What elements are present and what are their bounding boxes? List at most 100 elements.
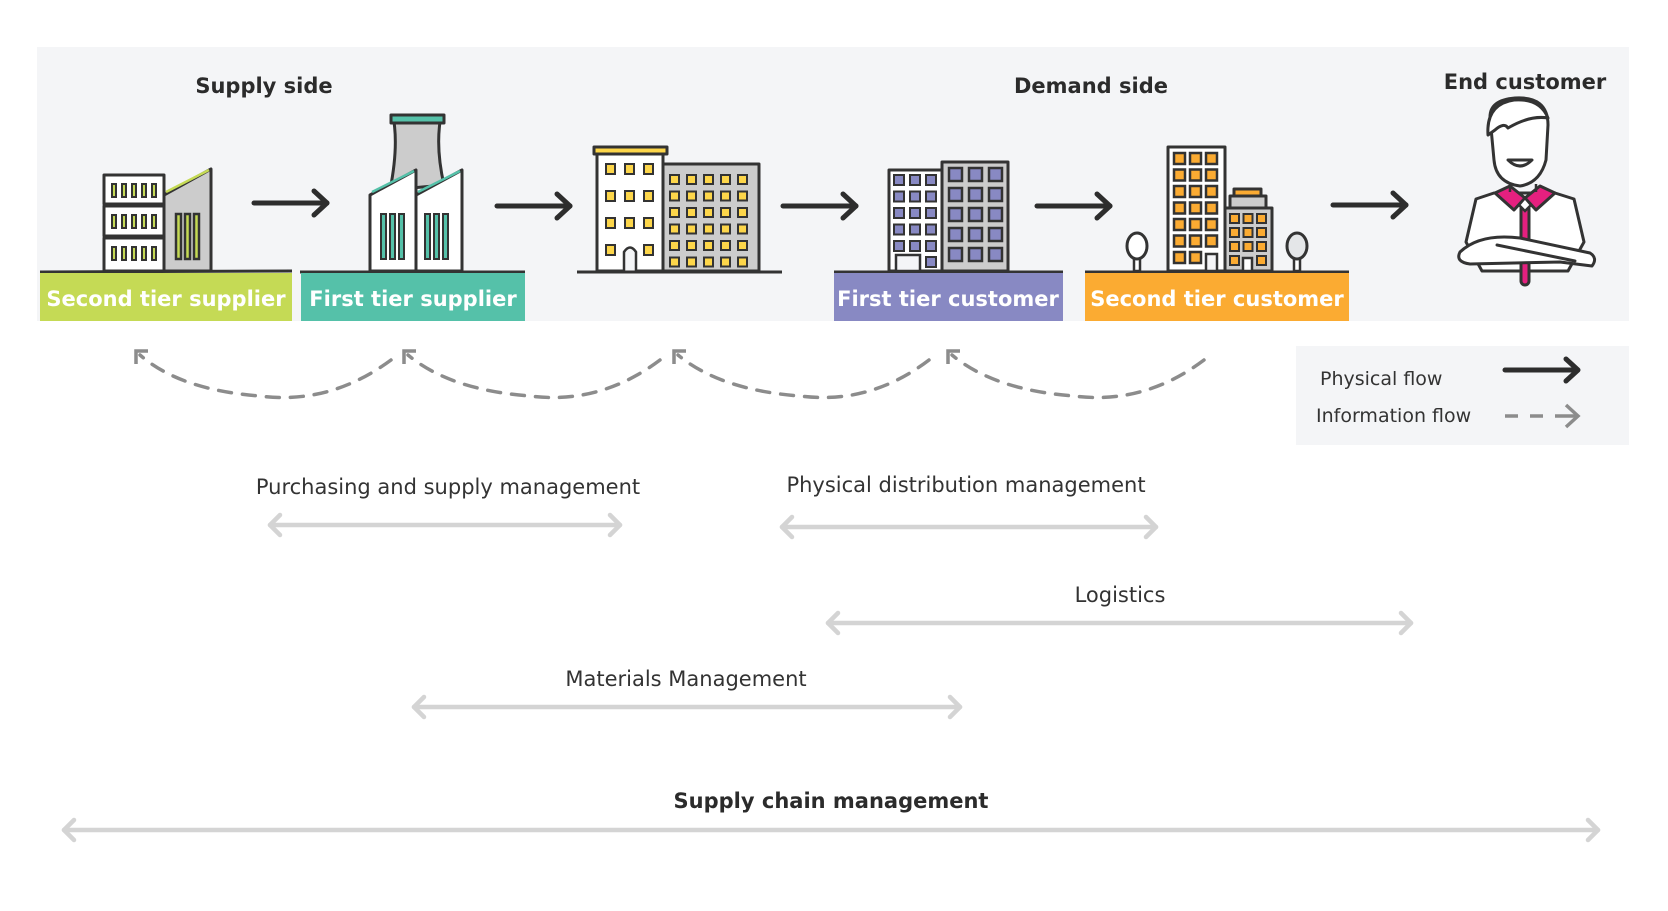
window [1204, 168, 1219, 182]
window [947, 246, 964, 263]
window [893, 207, 905, 219]
range-supply-chain-management: Supply chain management [61, 789, 1601, 843]
window [686, 207, 697, 218]
window [1172, 250, 1187, 265]
range-materials-management: Materials Management [411, 667, 963, 720]
window [909, 240, 921, 252]
physical-flow-arrow [251, 188, 330, 218]
window [737, 256, 748, 268]
range-purchasing-and-supply: Purchasing and supply management [256, 475, 640, 538]
legend-physical-flow-label: Physical flow [1320, 368, 1442, 390]
first-tier-customer-node: First tier customer [834, 160, 1063, 321]
range-physical-distribution: Physical distribution management [779, 473, 1159, 540]
window [737, 240, 748, 251]
window [1188, 250, 1203, 265]
window [1229, 213, 1240, 224]
office-building-icon [592, 145, 761, 273]
window [1188, 217, 1203, 232]
legend-information-flow-arrow [1505, 403, 1581, 429]
window [987, 206, 1004, 223]
window [909, 223, 921, 236]
window [893, 174, 905, 186]
window [893, 190, 905, 203]
window [909, 207, 921, 219]
second-tier-customer-node: Second tier customer [1085, 145, 1349, 321]
node-label-box [834, 273, 1063, 321]
information-flow-arcs [134, 349, 1206, 400]
window [669, 223, 680, 235]
window [720, 223, 731, 235]
window [1242, 241, 1254, 252]
city-buildings-icon [1125, 145, 1309, 273]
node-label-box [1085, 273, 1349, 321]
factory-icon [102, 167, 213, 273]
window [1229, 241, 1240, 252]
window [947, 166, 964, 183]
window [686, 256, 697, 268]
power-plant-icon [368, 113, 464, 273]
range-logistics: Logistics [825, 583, 1414, 636]
window [605, 190, 616, 202]
window [1242, 213, 1254, 224]
window [720, 174, 731, 185]
window [1188, 168, 1203, 182]
office-towers-icon [887, 160, 1010, 273]
window [909, 174, 921, 186]
window [967, 186, 984, 203]
window [967, 166, 984, 183]
window [669, 240, 680, 251]
window [643, 163, 654, 175]
window [967, 226, 984, 243]
window [737, 174, 748, 185]
window [967, 246, 984, 263]
node-label: Second tier supplier [46, 287, 286, 311]
window [1172, 201, 1187, 215]
window [987, 226, 1004, 243]
window [893, 240, 905, 252]
window [686, 223, 697, 235]
legend-box [1296, 346, 1629, 445]
window [643, 190, 654, 202]
physical-flow-arrow [1034, 191, 1113, 221]
window [703, 240, 714, 251]
window [703, 256, 714, 268]
tree-icon [1125, 231, 1149, 273]
legend: Physical flow Information flow [1296, 346, 1629, 445]
window [605, 244, 616, 256]
window [925, 256, 937, 268]
range-label: Materials Management [565, 667, 806, 691]
window [1172, 217, 1187, 232]
window [1256, 255, 1267, 266]
window [720, 207, 731, 218]
window [624, 217, 635, 229]
range-label: Purchasing and supply management [256, 475, 640, 499]
legend-information-flow-label: Information flow [1316, 405, 1471, 427]
physical-flow-arrow [494, 191, 573, 221]
window [1242, 227, 1254, 238]
window [1204, 217, 1219, 232]
window [686, 240, 697, 251]
range-label: Physical distribution management [786, 473, 1145, 497]
window [703, 207, 714, 218]
window [947, 206, 964, 223]
window [1172, 151, 1187, 166]
window [720, 190, 731, 202]
window [1204, 234, 1219, 248]
window [1172, 168, 1187, 182]
supply-side-heading: Supply side [195, 74, 332, 98]
window [643, 217, 654, 229]
window [737, 207, 748, 218]
window [1256, 241, 1267, 252]
window [669, 207, 680, 218]
window [737, 190, 748, 202]
window [925, 190, 937, 203]
window [605, 217, 616, 229]
window [947, 186, 964, 203]
window [1256, 213, 1267, 224]
window [669, 174, 680, 185]
window [925, 207, 937, 219]
window [909, 190, 921, 203]
window [703, 223, 714, 235]
window [925, 174, 937, 186]
